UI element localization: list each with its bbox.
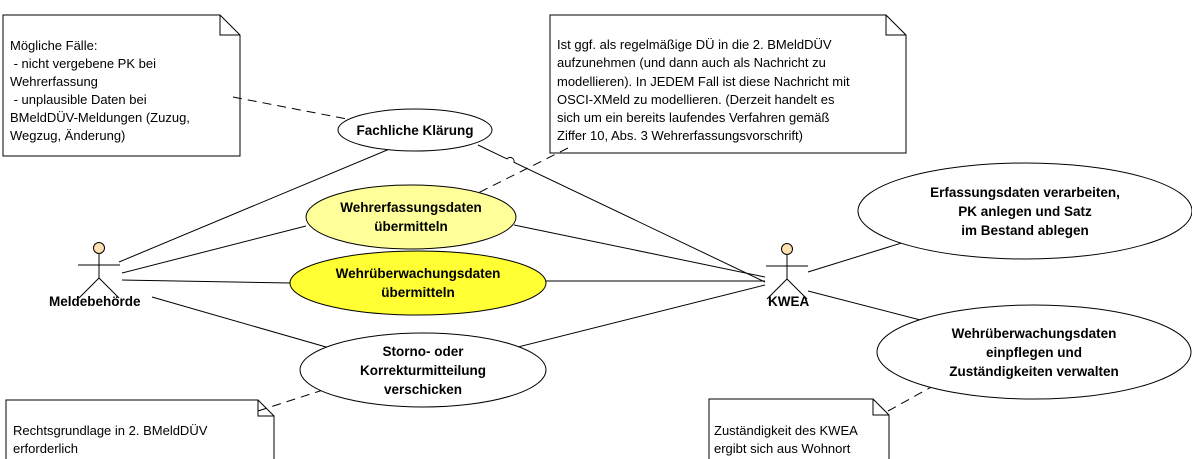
anchor-note-zustaendigkeit (887, 384, 936, 412)
uc-wehrueberwachungsdaten-shape (289, 250, 547, 316)
note-regelmaessige-due-box (549, 14, 907, 154)
assoc-meldebehoerde-wehrueberwachungsdaten (121, 279, 291, 284)
note-rechtsgrundlage: Rechtsgrundlage in 2. BMeldDÜV erforderl… (13, 423, 208, 456)
assoc-meldebehoerde-fachliche-klaerung (118, 147, 393, 263)
note-moegliche-faelle-box (2, 14, 241, 157)
uc-storno: Storno- oder Korrekturmitteilung verschi… (359, 343, 486, 397)
note-zustaendigkeit: Zuständigkeit des KWEA ergibt sich aus W… (714, 423, 858, 456)
assoc-kwea-wehrueberwachung-pflegen (807, 290, 933, 324)
actor-kwea-figure (766, 243, 808, 300)
uc-erfassungsdaten-shape (857, 162, 1192, 260)
uc-fachliche-klaerung-shape (337, 108, 493, 152)
uc-wehrerfassungsdaten-shape (305, 184, 517, 250)
actor-meldebehoerde-figure (78, 242, 120, 299)
anchor-note-regelmaessige-due (469, 147, 569, 198)
note-zustaendigkeit-box (708, 398, 890, 459)
actor-kwea-label: KWEA (768, 294, 810, 309)
note-moegliche-faelle: Mögliche Fälle: - nicht vergebene PK bei… (10, 38, 190, 143)
anchor-note-rechtsgrundlage (257, 389, 324, 412)
uc-wehrueberwachung-pflegen-shape (876, 304, 1192, 400)
note-rechtsgrundlage-box (5, 399, 275, 459)
uc-wehrueberwachungsdaten: Wehrüberwachungsdaten übermitteln (335, 266, 501, 300)
uc-fachliche-klaerung: Fachliche Klärung (356, 122, 474, 138)
assoc-meldebehoerde-wehrerfassungsdaten (121, 225, 307, 274)
assoc-wehrerfassungsdaten-kwea (513, 224, 766, 278)
assoc-fachliche-klaerung-kwea (477, 144, 766, 283)
uc-wehrerfassungsdaten: Wehrerfassungsdaten übermitteln (340, 200, 482, 234)
note-regelmaessige-due: Ist ggf. als regelmäßige DÜ in die 2. BM… (557, 37, 850, 144)
actor-meldebehoerde-label: Meldebehörde (49, 294, 141, 309)
uc-erfassungsdaten: Erfassungsdaten verarbeiten, PK anlegen … (930, 184, 1120, 238)
assoc-storno-kwea (505, 284, 766, 351)
assoc-meldebehoerde-storno (151, 296, 341, 352)
uc-wehrueberwachung-pflegen: Wehrüberwachungsdaten einpflegen und Zus… (949, 325, 1119, 379)
uc-storno-shape (299, 332, 547, 408)
